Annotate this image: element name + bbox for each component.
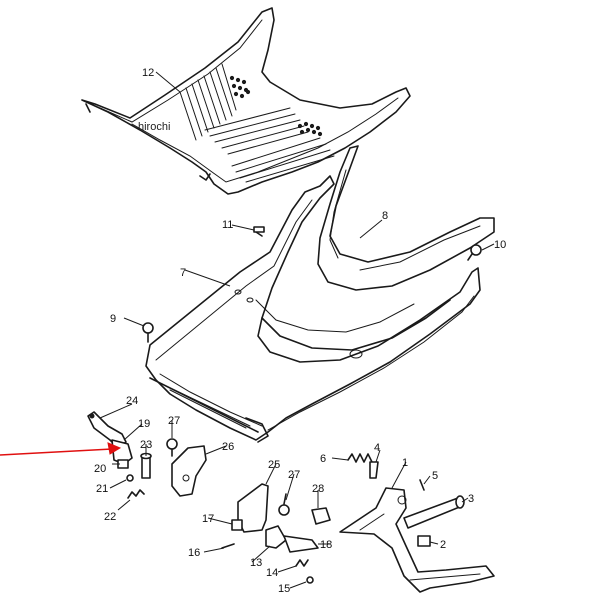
screw-11 <box>253 226 265 237</box>
collar-2 <box>417 535 431 547</box>
pin-5 <box>419 479 425 491</box>
bolt-10 <box>467 244 482 261</box>
callout-9: 9 <box>110 313 116 325</box>
callout-17: 17 <box>202 513 214 525</box>
callout-16: 16 <box>188 547 200 559</box>
callout-8: 8 <box>382 210 388 222</box>
lever-13 <box>265 525 287 549</box>
rod-3 <box>403 495 465 529</box>
callout-5: 5 <box>432 470 438 482</box>
spring-4 <box>369 461 379 479</box>
callout-10: 10 <box>494 239 506 251</box>
callout-14: 14 <box>266 567 278 579</box>
callout-11: 11 <box>222 219 233 231</box>
bolt-27-left <box>166 438 178 457</box>
callout-25: 25 <box>268 459 280 471</box>
bolt-16 <box>221 543 235 549</box>
spring-22 <box>127 489 145 499</box>
washer-15 <box>306 576 314 584</box>
red-pointer-arrow <box>0 442 122 456</box>
callout-18: 18 <box>320 539 332 551</box>
callout-23: 23 <box>140 439 152 451</box>
callout-27-left: 27 <box>168 415 180 427</box>
callout-15: 15 <box>278 583 290 595</box>
bracket-26 <box>171 445 207 497</box>
washer-21 <box>126 474 134 482</box>
callout-3: 3 <box>468 493 474 505</box>
main-stand-1 <box>339 487 495 593</box>
callout-24: 24 <box>126 395 138 407</box>
callout-13: 13 <box>250 557 262 569</box>
callout-28: 28 <box>312 483 324 495</box>
collar-17 <box>231 519 243 531</box>
spring-6 <box>347 453 373 463</box>
leg-shield-part <box>317 145 495 291</box>
bracket-24 <box>87 411 127 449</box>
body-frame-part <box>145 175 481 443</box>
block-28 <box>311 507 331 525</box>
leader-lines <box>99 71 495 589</box>
callout-2: 2 <box>440 539 446 551</box>
bolt-27-right <box>278 493 290 516</box>
callout-20: 20 <box>94 463 106 475</box>
callout-19: 19 <box>138 418 150 430</box>
watermark-text: hirochi <box>138 121 170 133</box>
callout-12: 12 <box>142 67 154 79</box>
footboard-mat-part <box>81 7 411 195</box>
callout-22: 22 <box>104 511 116 523</box>
callout-4: 4 <box>374 442 380 454</box>
callout-27-right: 27 <box>288 469 300 481</box>
callout-7: 7 <box>180 267 186 279</box>
spring-14 <box>295 559 309 567</box>
callout-26: 26 <box>222 441 234 453</box>
pin-23 <box>140 452 152 479</box>
callout-labels: 12 hirochi 11 8 7 10 9 24 19 27 23 26 20… <box>94 67 506 595</box>
bolt-9 <box>142 322 154 343</box>
callout-1: 1 <box>402 457 408 469</box>
callout-21: 21 <box>96 483 108 495</box>
callout-6: 6 <box>320 453 326 465</box>
arm-18 <box>283 535 319 553</box>
